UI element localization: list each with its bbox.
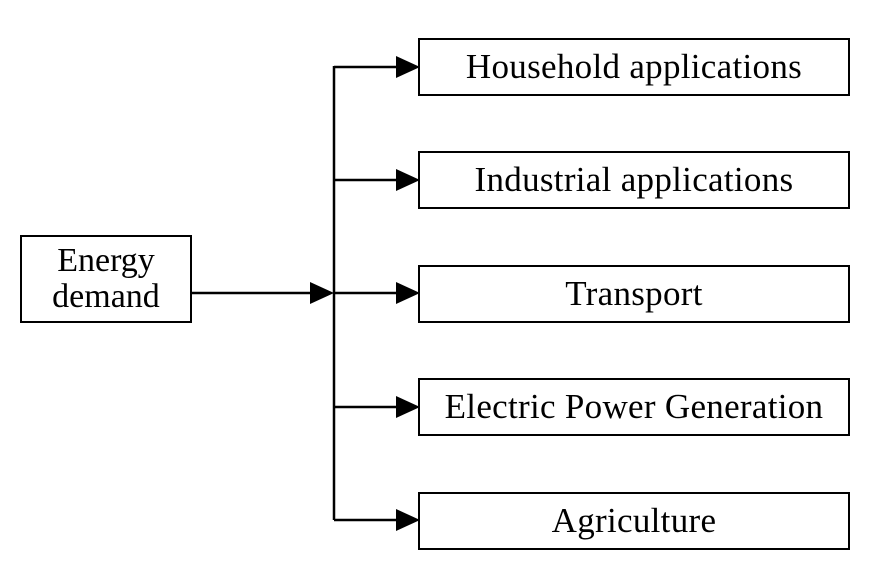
transport-box: Transport [418,265,850,323]
household-applications-label: Household applications [465,47,803,86]
household-applications-box: Household applications [418,38,850,96]
electric-power-generation-box: Electric Power Generation [418,378,850,436]
branch-arrowhead-industrial [396,169,420,191]
energy-demand-line1: Energy [57,242,155,279]
agriculture-label: Agriculture [551,501,717,540]
industrial-applications-label: Industrial applications [474,160,794,199]
industrial-applications-box: Industrial applications [418,151,850,209]
branch-arrowhead-household [396,56,420,78]
electric-power-generation-label: Electric Power Generation [444,387,824,426]
source-arrowhead [310,282,334,304]
branch-arrowhead-agriculture [396,509,420,531]
branch-arrowhead-transport [396,282,420,304]
transport-label: Transport [565,274,703,313]
agriculture-box: Agriculture [418,492,850,550]
energy-demand-box: Energy demand [20,235,192,323]
branch-arrowhead-electric [396,396,420,418]
energy-demand-line2: demand [52,278,160,315]
